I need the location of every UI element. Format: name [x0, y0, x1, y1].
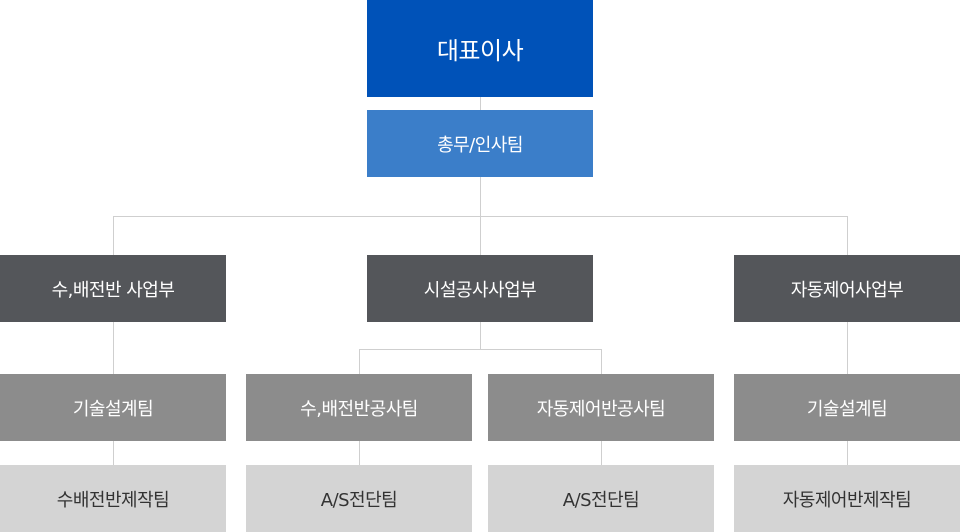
team-label: 수,배전반공사팀 — [300, 398, 418, 420]
sub-team-label: 수배전반제작팀 — [56, 489, 170, 511]
division-box-automation: 자동제어사업부 — [734, 255, 960, 322]
division-box-construction: 시설공사사업부 — [367, 255, 593, 322]
sub-team-label: 자동제어반제작팀 — [782, 489, 912, 511]
staff-team-box: 총무/인사팀 — [367, 110, 593, 177]
division-label: 자동제어사업부 — [790, 279, 904, 301]
team-label: 기술설계팀 — [806, 398, 888, 420]
sub-team-box: 수배전반제작팀 — [0, 465, 226, 532]
team-label: 기술설계팀 — [72, 398, 154, 420]
team-box: 자동제어반공사팀 — [488, 374, 714, 441]
sub-team-box: 자동제어반제작팀 — [734, 465, 960, 532]
sub-team-box: A/S전단팀 — [246, 465, 472, 532]
sub-team-label: A/S전단팀 — [562, 489, 640, 511]
ceo-label: 대표이사 — [436, 37, 524, 65]
division-label: 시설공사사업부 — [423, 279, 537, 301]
team-box: 수,배전반공사팀 — [246, 374, 472, 441]
sub-team-box: A/S전단팀 — [488, 465, 714, 532]
division-box-switchgear: 수,배전반 사업부 — [0, 255, 226, 322]
team-box: 기술설계팀 — [734, 374, 960, 441]
staff-team-label: 총무/인사팀 — [437, 134, 523, 156]
team-box: 기술설계팀 — [0, 374, 226, 441]
division-label: 수,배전반 사업부 — [51, 279, 175, 301]
team-label: 자동제어반공사팀 — [536, 398, 666, 420]
ceo-box: 대표이사 — [367, 0, 593, 97]
sub-team-label: A/S전단팀 — [320, 489, 398, 511]
